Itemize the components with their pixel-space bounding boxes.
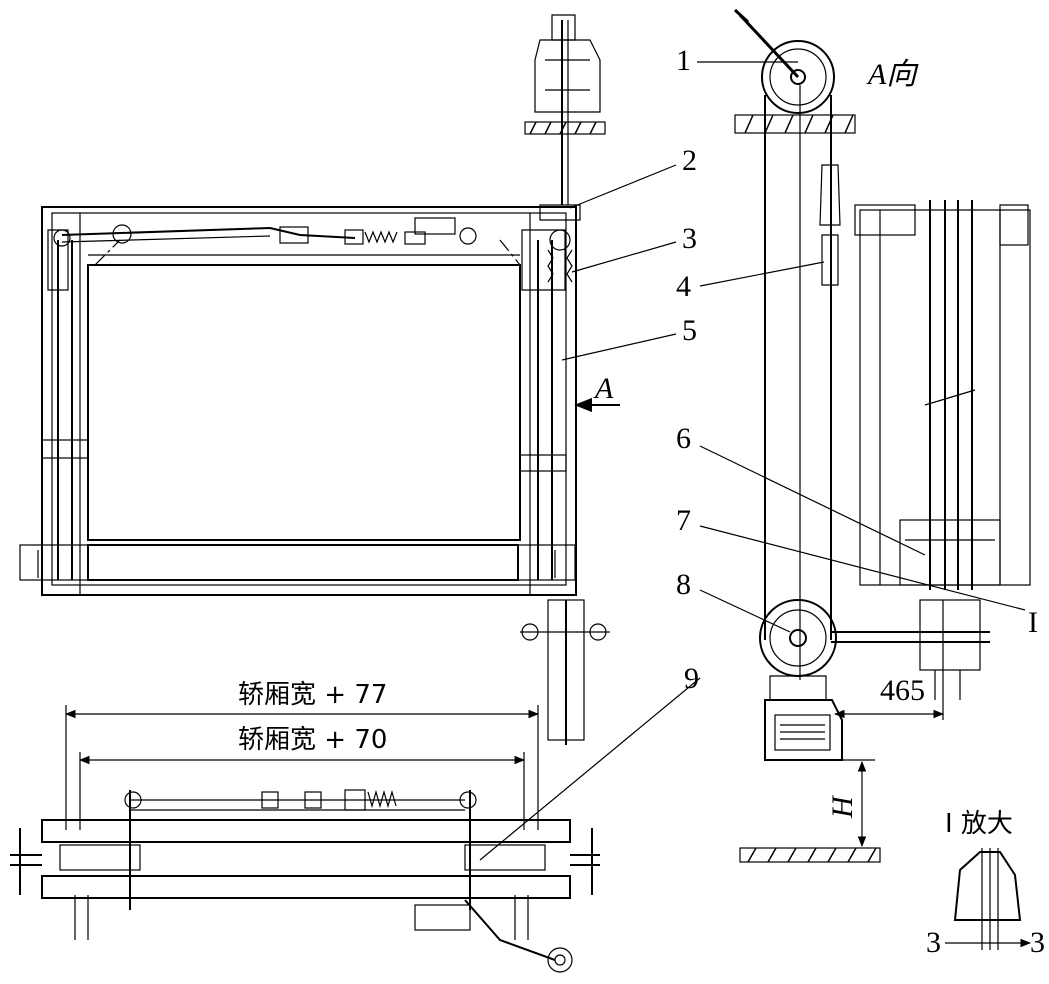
dim-h-label: H	[826, 794, 859, 819]
callout-5: 5	[682, 314, 697, 347]
view-direction-arrow: A	[574, 372, 620, 413]
governor-rope-front	[524, 14, 606, 205]
detail-i: I 放大 3 3	[926, 809, 1045, 959]
callouts: 1 A向 2 3 4 5 6 7 8 9 I	[479, 44, 1038, 861]
callout-7: 7	[676, 504, 691, 537]
dim-car-width-77: 轿厢宽 + 77	[238, 680, 387, 710]
callout-I: I	[1028, 606, 1038, 639]
callout-2: 2	[682, 144, 697, 177]
callout-1: 1	[676, 44, 691, 77]
callout-9: 9	[684, 662, 699, 695]
callout-8: 8	[676, 568, 691, 601]
arrow-a-label: A	[593, 372, 614, 405]
dimension-h: H	[739, 759, 881, 863]
section-left-label: 3	[926, 926, 941, 959]
view-a-label: A向	[866, 58, 919, 91]
dim-car-width-70: 轿厢宽 + 70	[238, 725, 387, 755]
detail-title: I 放大	[945, 809, 1013, 839]
callout-3: 3	[682, 222, 697, 255]
front-view-frame	[19, 204, 581, 596]
section-right-label: 3	[1030, 926, 1045, 959]
side-view-a	[733, 8, 1031, 761]
callout-6: 6	[676, 422, 691, 455]
dim-465-label: 465	[880, 674, 925, 707]
callout-4: 4	[676, 270, 691, 303]
plan-view: 轿厢宽 + 77 轿厢宽 + 70	[10, 599, 610, 973]
dimension-465: 465	[833, 600, 945, 720]
